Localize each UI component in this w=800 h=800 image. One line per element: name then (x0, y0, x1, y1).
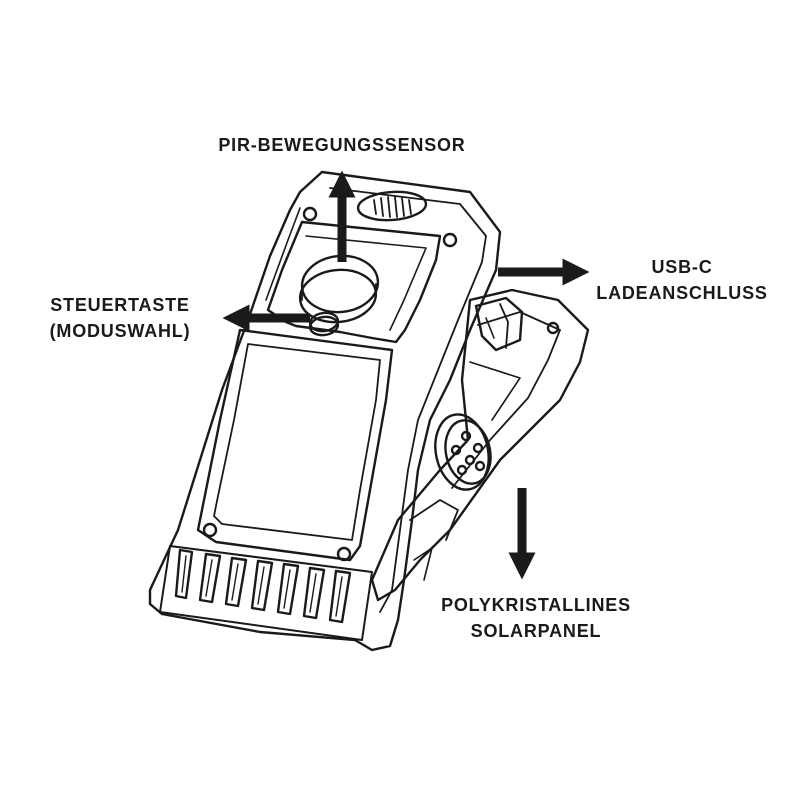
label-control-button-line1: STEUERTASTE (50, 295, 190, 315)
label-usb-c-port-line1: USB-C (651, 257, 713, 277)
mode-control-button (308, 311, 340, 337)
label-solar-panel-line1: POLYKRISTALLINES (441, 595, 631, 615)
side-hinge (409, 499, 459, 581)
sensor-recess (266, 220, 442, 344)
solar-panel (370, 288, 590, 602)
label-control-button: STEUERTASTE (MODUSWAHL) (10, 292, 230, 344)
label-pir-sensor: PIR-BEWEGUNGSSENSOR (0, 132, 684, 158)
label-usb-c-port: USB-C LADEANSCHLUSS (566, 254, 798, 306)
label-control-button-line2: (MODUSWAHL) (49, 321, 191, 341)
label-pir-sensor-text: PIR-BEWEGUNGSSENSOR (218, 135, 466, 155)
pir-sensor-dome (298, 254, 380, 324)
label-solar-panel: POLYKRISTALLINES SOLARPANEL (412, 592, 660, 644)
label-solar-panel-line2: SOLARPANEL (470, 621, 602, 641)
label-usb-c-port-line2: LADEANSCHLUSS (596, 283, 768, 303)
adjustment-knob (434, 413, 492, 491)
led-light-panel (196, 328, 394, 562)
bottom-fins (159, 545, 373, 641)
usb-c-port (474, 296, 524, 352)
